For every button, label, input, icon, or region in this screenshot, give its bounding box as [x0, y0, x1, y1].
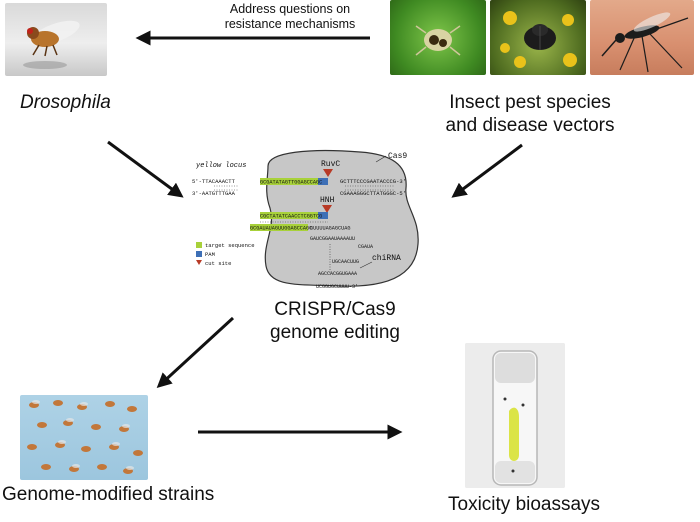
spacer-box — [250, 224, 308, 231]
seq-top-left-2: 3'-AATGTTTGAA — [192, 190, 236, 197]
fly-icon — [23, 20, 80, 69]
vial-icon — [465, 343, 565, 488]
flies-icon — [27, 400, 143, 474]
pam-mid-box — [318, 212, 328, 219]
crispr-label-line-1: CRISPR/Cas9 — [274, 299, 396, 320]
beetle-icon — [500, 11, 577, 68]
address-note-line-1: Address questions on — [229, 2, 351, 16]
tail-seq: GUUUUAGAGCUAG — [310, 226, 350, 232]
loop2-seq: CGAUA — [358, 244, 373, 250]
mite-icon — [415, 25, 461, 56]
locus-label: yellow locus — [195, 162, 246, 170]
chirna-label: chiRNA — [372, 254, 401, 263]
legend-target-swatch — [196, 242, 202, 248]
pam-top-box — [318, 178, 328, 185]
target-top-box — [260, 178, 318, 185]
crispr-label: CRISPR/Cas9 genome editing — [235, 298, 435, 344]
mite-photo — [390, 0, 486, 75]
pests-label: Insect pest species and disease vectors — [405, 91, 655, 137]
crispr-diagram: Cas9 RuvC yellow locus 5'-TTACAAACTT 3'-… — [192, 149, 419, 290]
loop1-seq: GAUCGGAAUAAAAUU — [310, 236, 355, 242]
target-top-seq: GCGATATAGTTGGAGCCAGC — [260, 180, 322, 186]
mosquito-icon — [601, 12, 689, 73]
target-mid-seq: CGCTATATCAACCTCGGTCG — [260, 214, 322, 220]
seq-right-1: GCTTTCCCGAATACCCG-3' — [340, 178, 406, 185]
address-note: Address questions on resistance mechanis… — [205, 2, 375, 32]
bioassay-photo — [465, 343, 565, 488]
arrow-drosophila-to-crispr — [107, 140, 184, 198]
end-seq: UCGGUGCUUUU-3' — [316, 284, 358, 290]
legend-pam-swatch — [196, 251, 202, 257]
legend-cut-icon — [196, 260, 202, 265]
ruvc-label: RuvC — [321, 160, 340, 169]
arrow-pests-to-crispr — [451, 143, 523, 198]
legend-pam-label: PAM — [205, 251, 215, 258]
strains-label: Genome-modified strains — [2, 484, 215, 505]
hnh-label: HNH — [320, 196, 335, 205]
cas9-label: Cas9 — [388, 152, 407, 161]
seq-top-left: 5'-TTACAAACTT — [192, 178, 236, 185]
seq-right-2: CGAAAGGGCTTATGGGC-5' — [340, 190, 406, 197]
legend-target-label: target sequence — [205, 242, 255, 249]
address-note-line-2: resistance mechanisms — [224, 17, 356, 31]
hnh-cut-icon — [322, 205, 332, 213]
pests-label-line-1: Insect pest species — [449, 92, 611, 113]
arrow-crispr-to-strains — [156, 316, 235, 389]
ruvc-cut-icon — [323, 169, 333, 177]
strains-photo — [20, 395, 148, 480]
drosophila-photo — [5, 3, 107, 76]
spacer-seq: GCGAUAUAGUUGGAGCCAGC — [250, 226, 312, 232]
pests-label-line-2: and disease vectors — [445, 115, 615, 136]
stem1-seq: UGCAACUUG — [332, 259, 359, 265]
bioassays-label: Toxicity bioassays — [448, 494, 601, 515]
drosophila-label: Drosophila — [20, 92, 111, 113]
stem2-seq: AGCCACGGUGAAA — [318, 271, 357, 277]
mosquito-photo — [590, 0, 694, 75]
legend-cut-label: cut site — [205, 260, 231, 267]
crispr-label-line-2: genome editing — [270, 322, 400, 343]
beetle-photo — [490, 0, 586, 75]
target-mid-box — [260, 212, 318, 219]
